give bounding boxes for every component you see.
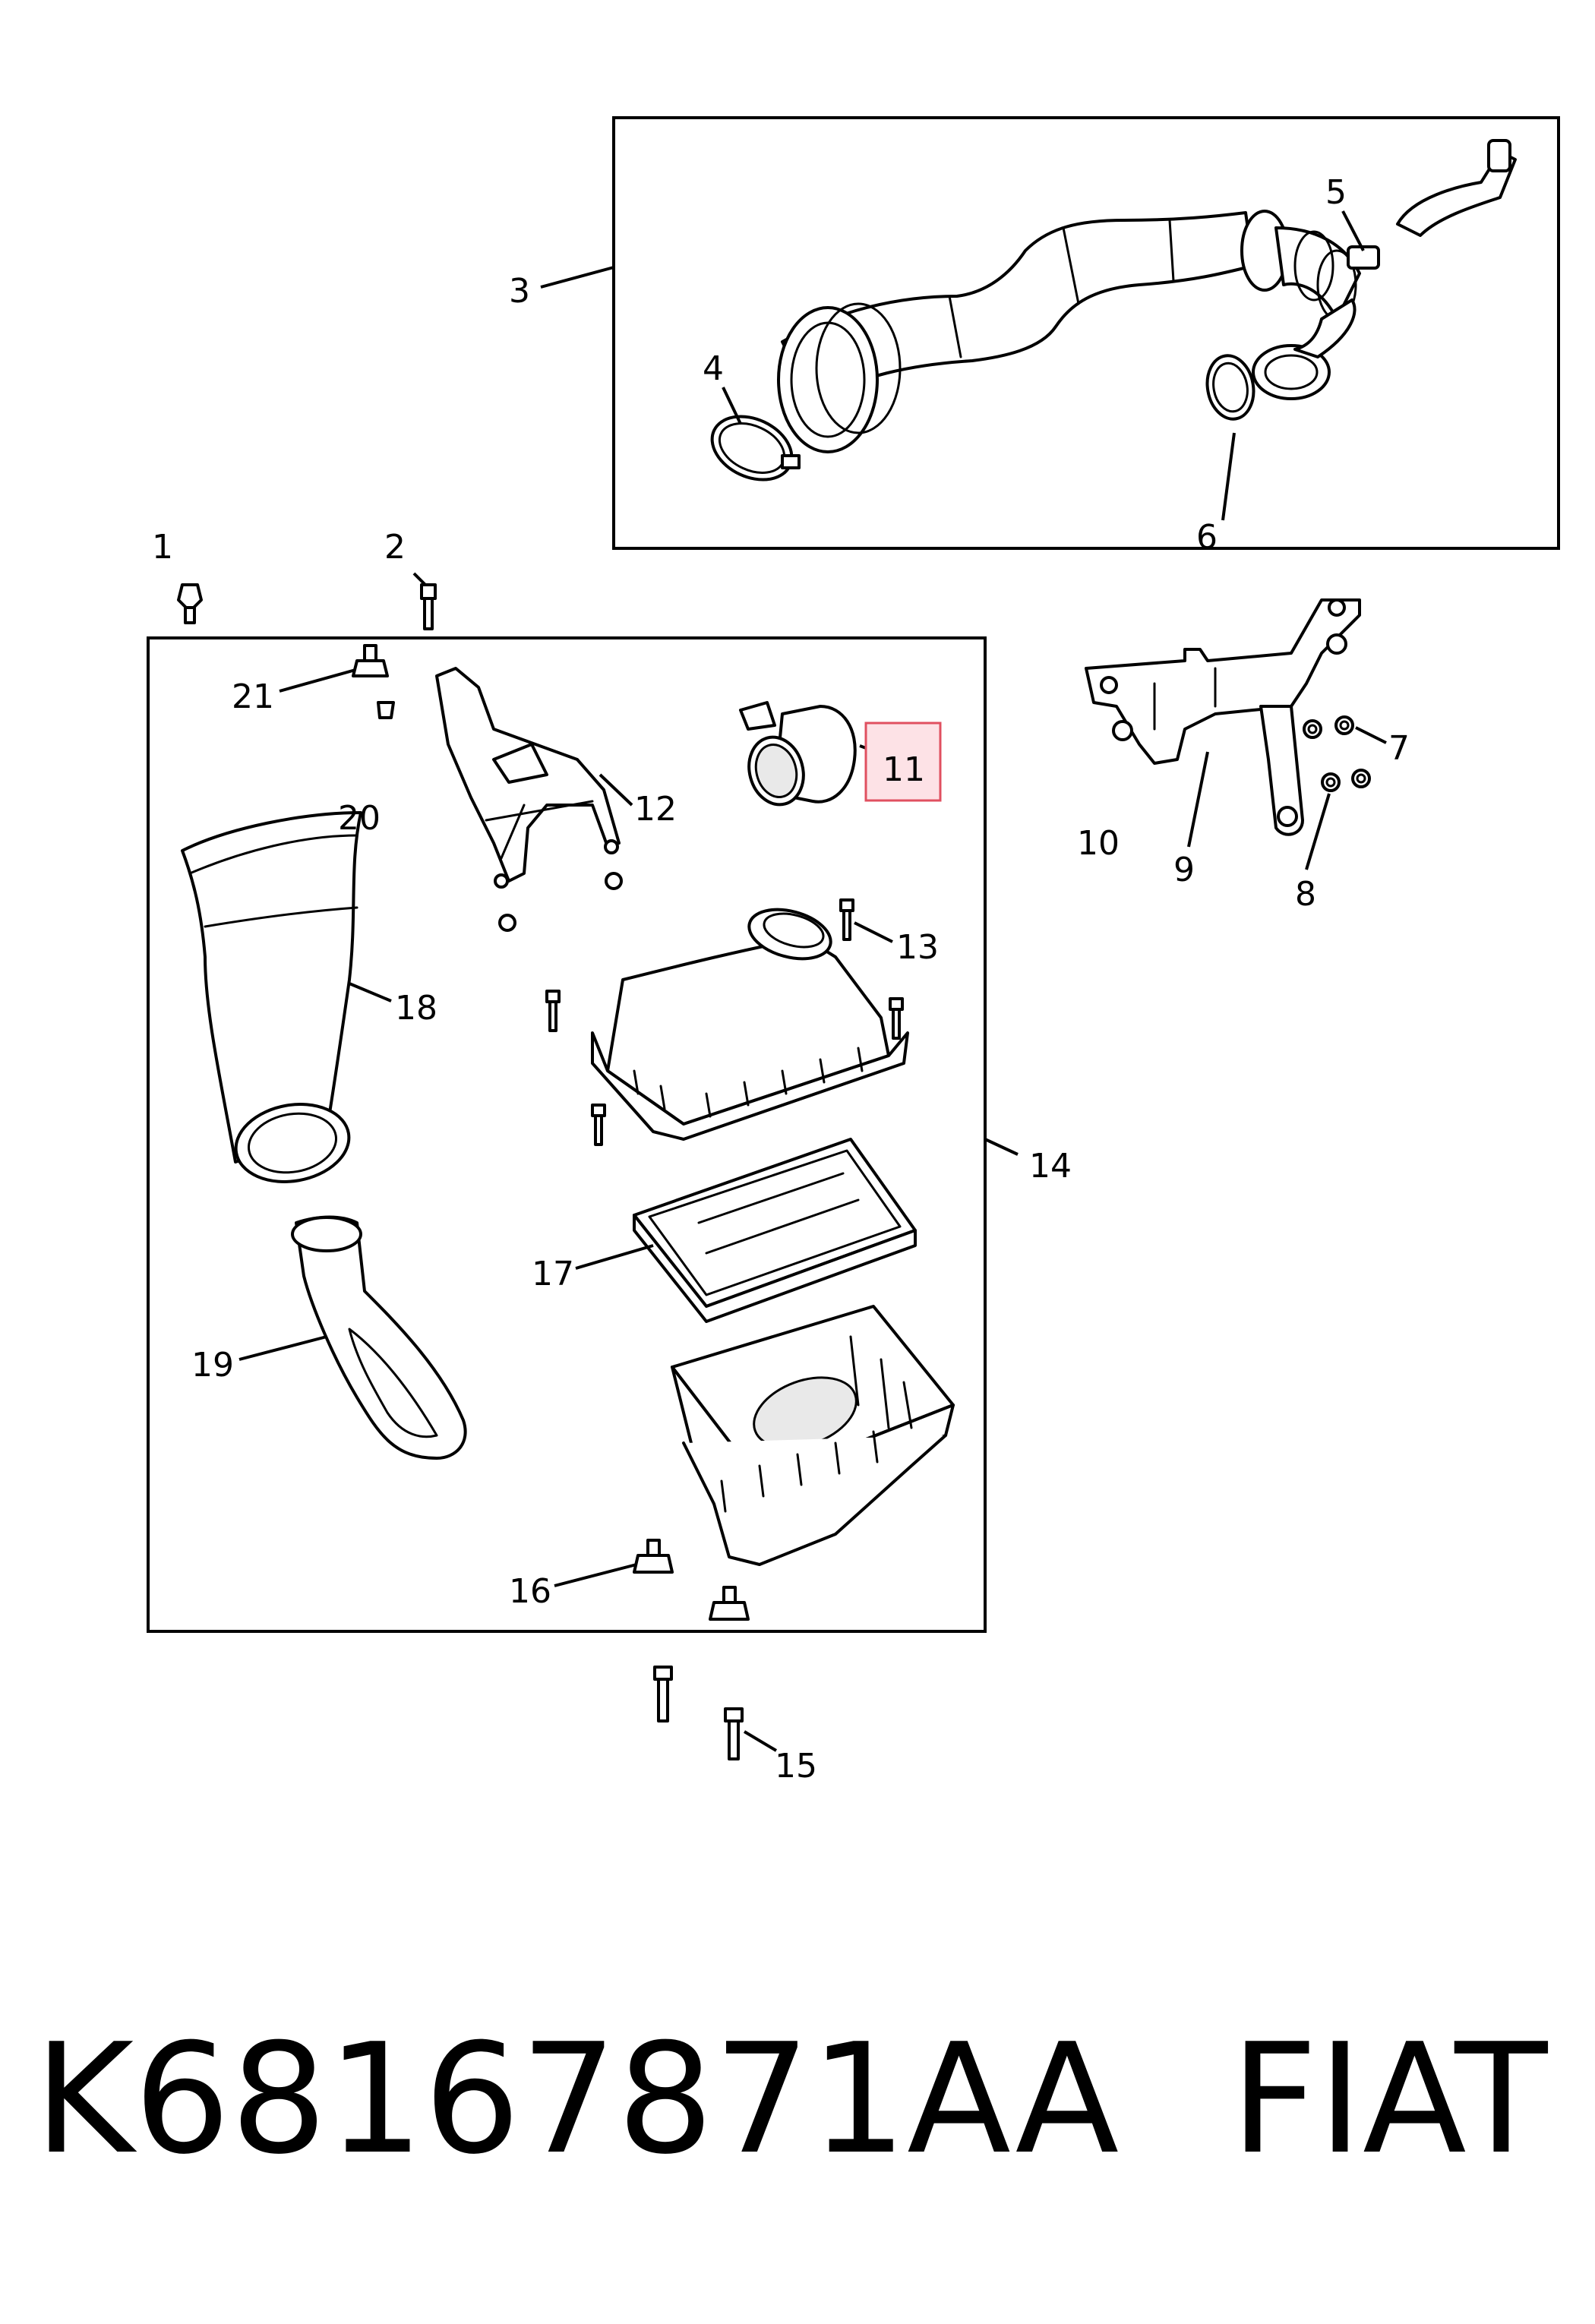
- callout-11-highlight: [864, 722, 942, 802]
- leader-17: [575, 1244, 654, 1270]
- nut: [498, 914, 516, 932]
- hose-clamp-6: [1205, 354, 1255, 421]
- callout-21: 21: [232, 677, 274, 716]
- leader-6: [1221, 432, 1236, 521]
- bracket-bolt: [1112, 720, 1133, 741]
- air-cleaner-cover: [591, 908, 909, 1141]
- washer-set-7: [1303, 715, 1354, 739]
- air-filter-17: [633, 1138, 917, 1323]
- callout-13: 13: [896, 928, 939, 967]
- callout-12: 12: [634, 790, 677, 829]
- grommet-16: [633, 1539, 750, 1621]
- group-frame-air-cleaner: [147, 636, 987, 1633]
- bracket-bolt: [1326, 633, 1347, 655]
- coupler-hose-left: [777, 302, 902, 453]
- leader-18: [349, 982, 392, 1003]
- part-number: K68167871AA: [34, 2011, 1120, 2188]
- callout-16: 16: [509, 1572, 551, 1611]
- air-duct-18: [181, 811, 362, 1183]
- leader-21: [279, 668, 356, 693]
- callout-1: 1: [152, 528, 173, 567]
- leader-5: [1341, 210, 1365, 251]
- callout-5: 5: [1325, 173, 1347, 212]
- leader-19: [238, 1335, 327, 1361]
- callout-8: 8: [1295, 875, 1316, 914]
- leader-16: [554, 1563, 637, 1587]
- air-cleaner-lower-box: [671, 1305, 955, 1566]
- callout-19: 19: [191, 1346, 234, 1385]
- callout-14: 14: [1029, 1147, 1072, 1186]
- callout-7: 7: [1388, 729, 1410, 768]
- leader-13: [854, 921, 893, 943]
- callout-18: 18: [395, 989, 437, 1028]
- leader-3: [540, 266, 614, 289]
- callout-10: 10: [1077, 824, 1120, 863]
- grommet-21: [352, 644, 395, 719]
- nut: [605, 872, 623, 890]
- callout-4: 4: [703, 349, 724, 388]
- callout-9: 9: [1173, 851, 1195, 889]
- leader-4: [722, 387, 742, 425]
- group-frame-intake-tube: [612, 116, 1560, 550]
- washer-set-8: [1321, 769, 1371, 792]
- callout-3: 3: [509, 272, 530, 311]
- leader-8: [1305, 793, 1331, 870]
- stud-15: [653, 1666, 744, 1760]
- leader-12: [599, 773, 633, 807]
- resonator-19: [291, 1215, 467, 1460]
- screw-2: [420, 583, 437, 630]
- exploded-parts-diagram: 1 2 3 4 5 6 7 8 9 10 11 12 13 14 15 16 1…: [147, 116, 1560, 1786]
- callout-6: 6: [1196, 518, 1218, 557]
- callout-15: 15: [775, 1747, 817, 1786]
- cover-screw-13: [545, 898, 904, 1146]
- callout-20: 20: [338, 799, 381, 838]
- support-bracket-12: [435, 667, 623, 932]
- callout-11: 11: [883, 750, 925, 789]
- brand-name: FIAT: [1230, 2011, 1548, 2188]
- coupler-hose-right: [1252, 298, 1357, 400]
- hose-clamp-4: [710, 415, 801, 482]
- leader-9: [1187, 751, 1209, 848]
- leader-2: [412, 572, 427, 586]
- mounting-bracket: [1085, 598, 1361, 836]
- mass-air-flow-sensor: [739, 701, 857, 807]
- leader-15: [743, 1730, 778, 1752]
- breather-hose-5: [1347, 139, 1517, 270]
- leader-7: [1355, 726, 1387, 744]
- leader-14: [984, 1138, 1019, 1156]
- callout-2: 2: [384, 528, 406, 567]
- callout-17: 17: [532, 1255, 574, 1293]
- push-pin-1: [177, 583, 203, 624]
